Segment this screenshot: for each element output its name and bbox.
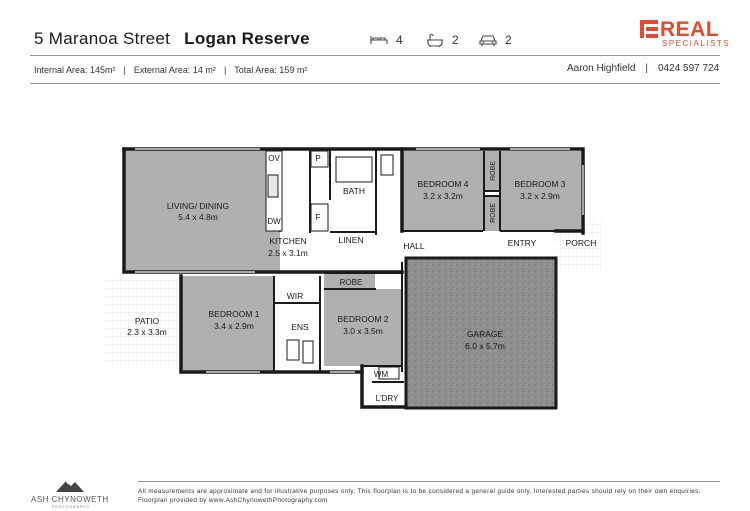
- car-count-value: 2: [505, 33, 512, 47]
- bedroom-count-value: 4: [396, 33, 403, 47]
- living-dining-label: LIVING/ DINING: [167, 201, 229, 211]
- area-separator: |: [123, 65, 126, 75]
- bedroom3-floor: [500, 151, 581, 231]
- bedroom4-size: 3.2 x 3.2m: [423, 191, 463, 201]
- robe-label: ROBE: [340, 278, 363, 287]
- interior-walls: [273, 149, 556, 383]
- total-area: Total Area: 159 m²: [234, 65, 308, 75]
- photographer-logo: ASH CHYNOWETH PHOTOGRAPHY: [28, 478, 118, 509]
- robe-floor: [324, 273, 375, 289]
- bedroom1-label: BEDROOM 1: [208, 309, 259, 319]
- bedroom3-size: 3.2 x 2.9m: [520, 191, 560, 201]
- disclaimer: All measurements are approximate and for…: [138, 488, 701, 504]
- windows: [135, 148, 584, 373]
- bedroom2-floor: [324, 289, 401, 366]
- brand-name: REAL: [660, 18, 720, 41]
- robe-label: ROBE: [490, 161, 497, 181]
- bedroom4-floor: [402, 151, 485, 231]
- porch-label: PORCH: [566, 238, 597, 248]
- kitchen-size: 2.5 x 3.1m: [268, 248, 308, 258]
- bathroom-count-value: 2: [452, 33, 459, 47]
- brand-mark-icon: [640, 20, 658, 38]
- bath-icon: [426, 33, 444, 47]
- living-dining-floor: [124, 149, 280, 272]
- kitchen-label: KITCHEN: [269, 236, 306, 246]
- agent-phone: 0424 597 724: [657, 63, 720, 74]
- external-area: External Area: 14 m²: [133, 65, 216, 75]
- subheader-divider: [30, 83, 720, 84]
- hall-label: HALL: [403, 241, 425, 251]
- agent-contact: Aaron Highfield | 0424 597 724: [567, 63, 719, 74]
- living-dining-size: 5.4 x 4.8m: [178, 212, 218, 222]
- internal-area: Internal Area: 145m²: [34, 65, 116, 75]
- agent-name: Aaron Highfield: [567, 63, 636, 74]
- footer-divider: [138, 481, 720, 482]
- car-count: 2: [479, 33, 512, 47]
- garage-size: 6.0 x 5.7m: [465, 341, 505, 351]
- ensuite-label: ENS: [291, 322, 309, 332]
- robe-floor: [484, 196, 500, 231]
- bathroom-count: 2: [426, 33, 459, 47]
- bedroom1-floor: [182, 276, 273, 371]
- real-specialists-logo: REAL SPECIALISTS: [640, 18, 729, 52]
- mountain-icon: [56, 480, 84, 492]
- pantry-label: P: [315, 154, 320, 163]
- oven-label: OV: [268, 154, 280, 163]
- bedroom4-label: BEDROOM 4: [417, 179, 468, 189]
- robe-floor: [484, 151, 500, 191]
- robe-label: ROBE: [490, 203, 497, 223]
- bedroom3-label: BEDROOM 3: [514, 179, 565, 189]
- address: 5 Maranoa Street: [34, 29, 171, 48]
- suburb: Logan Reserve: [184, 29, 310, 48]
- photographer-name: ASH CHYNOWETH: [31, 495, 109, 504]
- bedroom1-size: 3.4 x 2.9m: [214, 321, 254, 331]
- kitchen-fixtures: [265, 150, 400, 380]
- bedroom2-size: 3.0 x 3.5m: [343, 326, 383, 336]
- agent-separator: |: [645, 63, 648, 74]
- patio-size: 2.3 x 3.3m: [127, 327, 167, 337]
- area-summary: Internal Area: 145m² | External Area: 14 m…: [34, 65, 307, 75]
- garage-floor: [406, 259, 556, 408]
- bedroom2-label: BEDROOM 2: [337, 314, 388, 324]
- bedroom-count: 4: [370, 33, 403, 47]
- wir-label: WIR: [287, 291, 304, 301]
- bath-label: BATH: [343, 186, 365, 196]
- dishwasher-label: DW: [267, 217, 281, 226]
- brand-tagline: SPECIALISTS: [662, 39, 731, 48]
- laundry-label: L'DRY: [376, 394, 399, 403]
- linen-label: LINEN: [338, 235, 363, 245]
- washing-machine-label: WM: [374, 370, 389, 379]
- header-divider: [30, 55, 720, 56]
- photographer-sub: PHOTOGRAPHY: [52, 505, 91, 509]
- fridge-label: F: [316, 213, 321, 222]
- patio-paving: [106, 279, 182, 368]
- property-title: 5 Maranoa Street Logan Reserve: [34, 29, 310, 49]
- patio-label: PATIO: [135, 316, 160, 326]
- garage-label: GARAGE: [467, 329, 504, 339]
- bed-icon: [370, 34, 388, 46]
- entry-label: ENTRY: [508, 238, 537, 248]
- car-icon: [479, 34, 497, 46]
- area-separator: |: [223, 65, 227, 75]
